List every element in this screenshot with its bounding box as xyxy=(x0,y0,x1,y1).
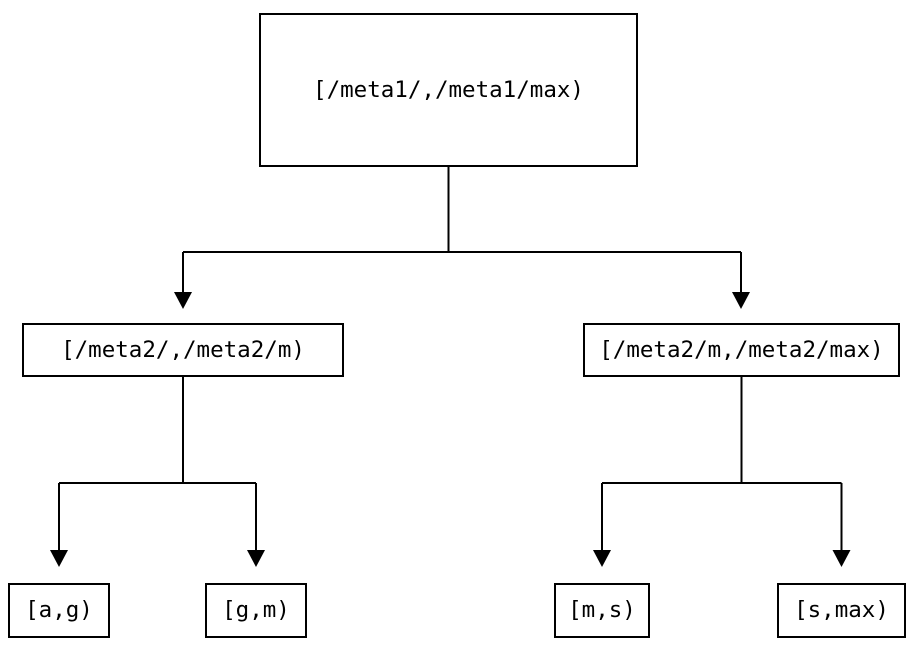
arrowhead-to-leaf-ag xyxy=(50,550,68,567)
edge-group-right-children xyxy=(593,377,851,567)
node-leaf-range-smax: [s,max) xyxy=(777,583,906,638)
arrowhead-to-leaf-smax xyxy=(832,550,851,567)
node-leaf-range-gm: [g,m) xyxy=(205,583,307,638)
arrowhead-to-right-node xyxy=(732,292,750,309)
node-meta2-right-range: [/meta2/m,/meta2/max) xyxy=(583,323,900,377)
arrowhead-to-left-node xyxy=(174,292,192,309)
edge-group-root-children xyxy=(174,167,750,309)
node-root-meta1-range: [/meta1/,/meta1/max) xyxy=(259,13,638,167)
edge-group-left-children xyxy=(50,377,265,567)
arrowhead-to-leaf-ms xyxy=(593,550,611,567)
node-leaf-range-ms: [m,s) xyxy=(554,583,650,638)
node-leaf-range-ag: [a,g) xyxy=(8,583,110,638)
arrowhead-to-leaf-gm xyxy=(247,550,265,567)
node-meta2-left-range: [/meta2/,/meta2/m) xyxy=(22,323,344,377)
